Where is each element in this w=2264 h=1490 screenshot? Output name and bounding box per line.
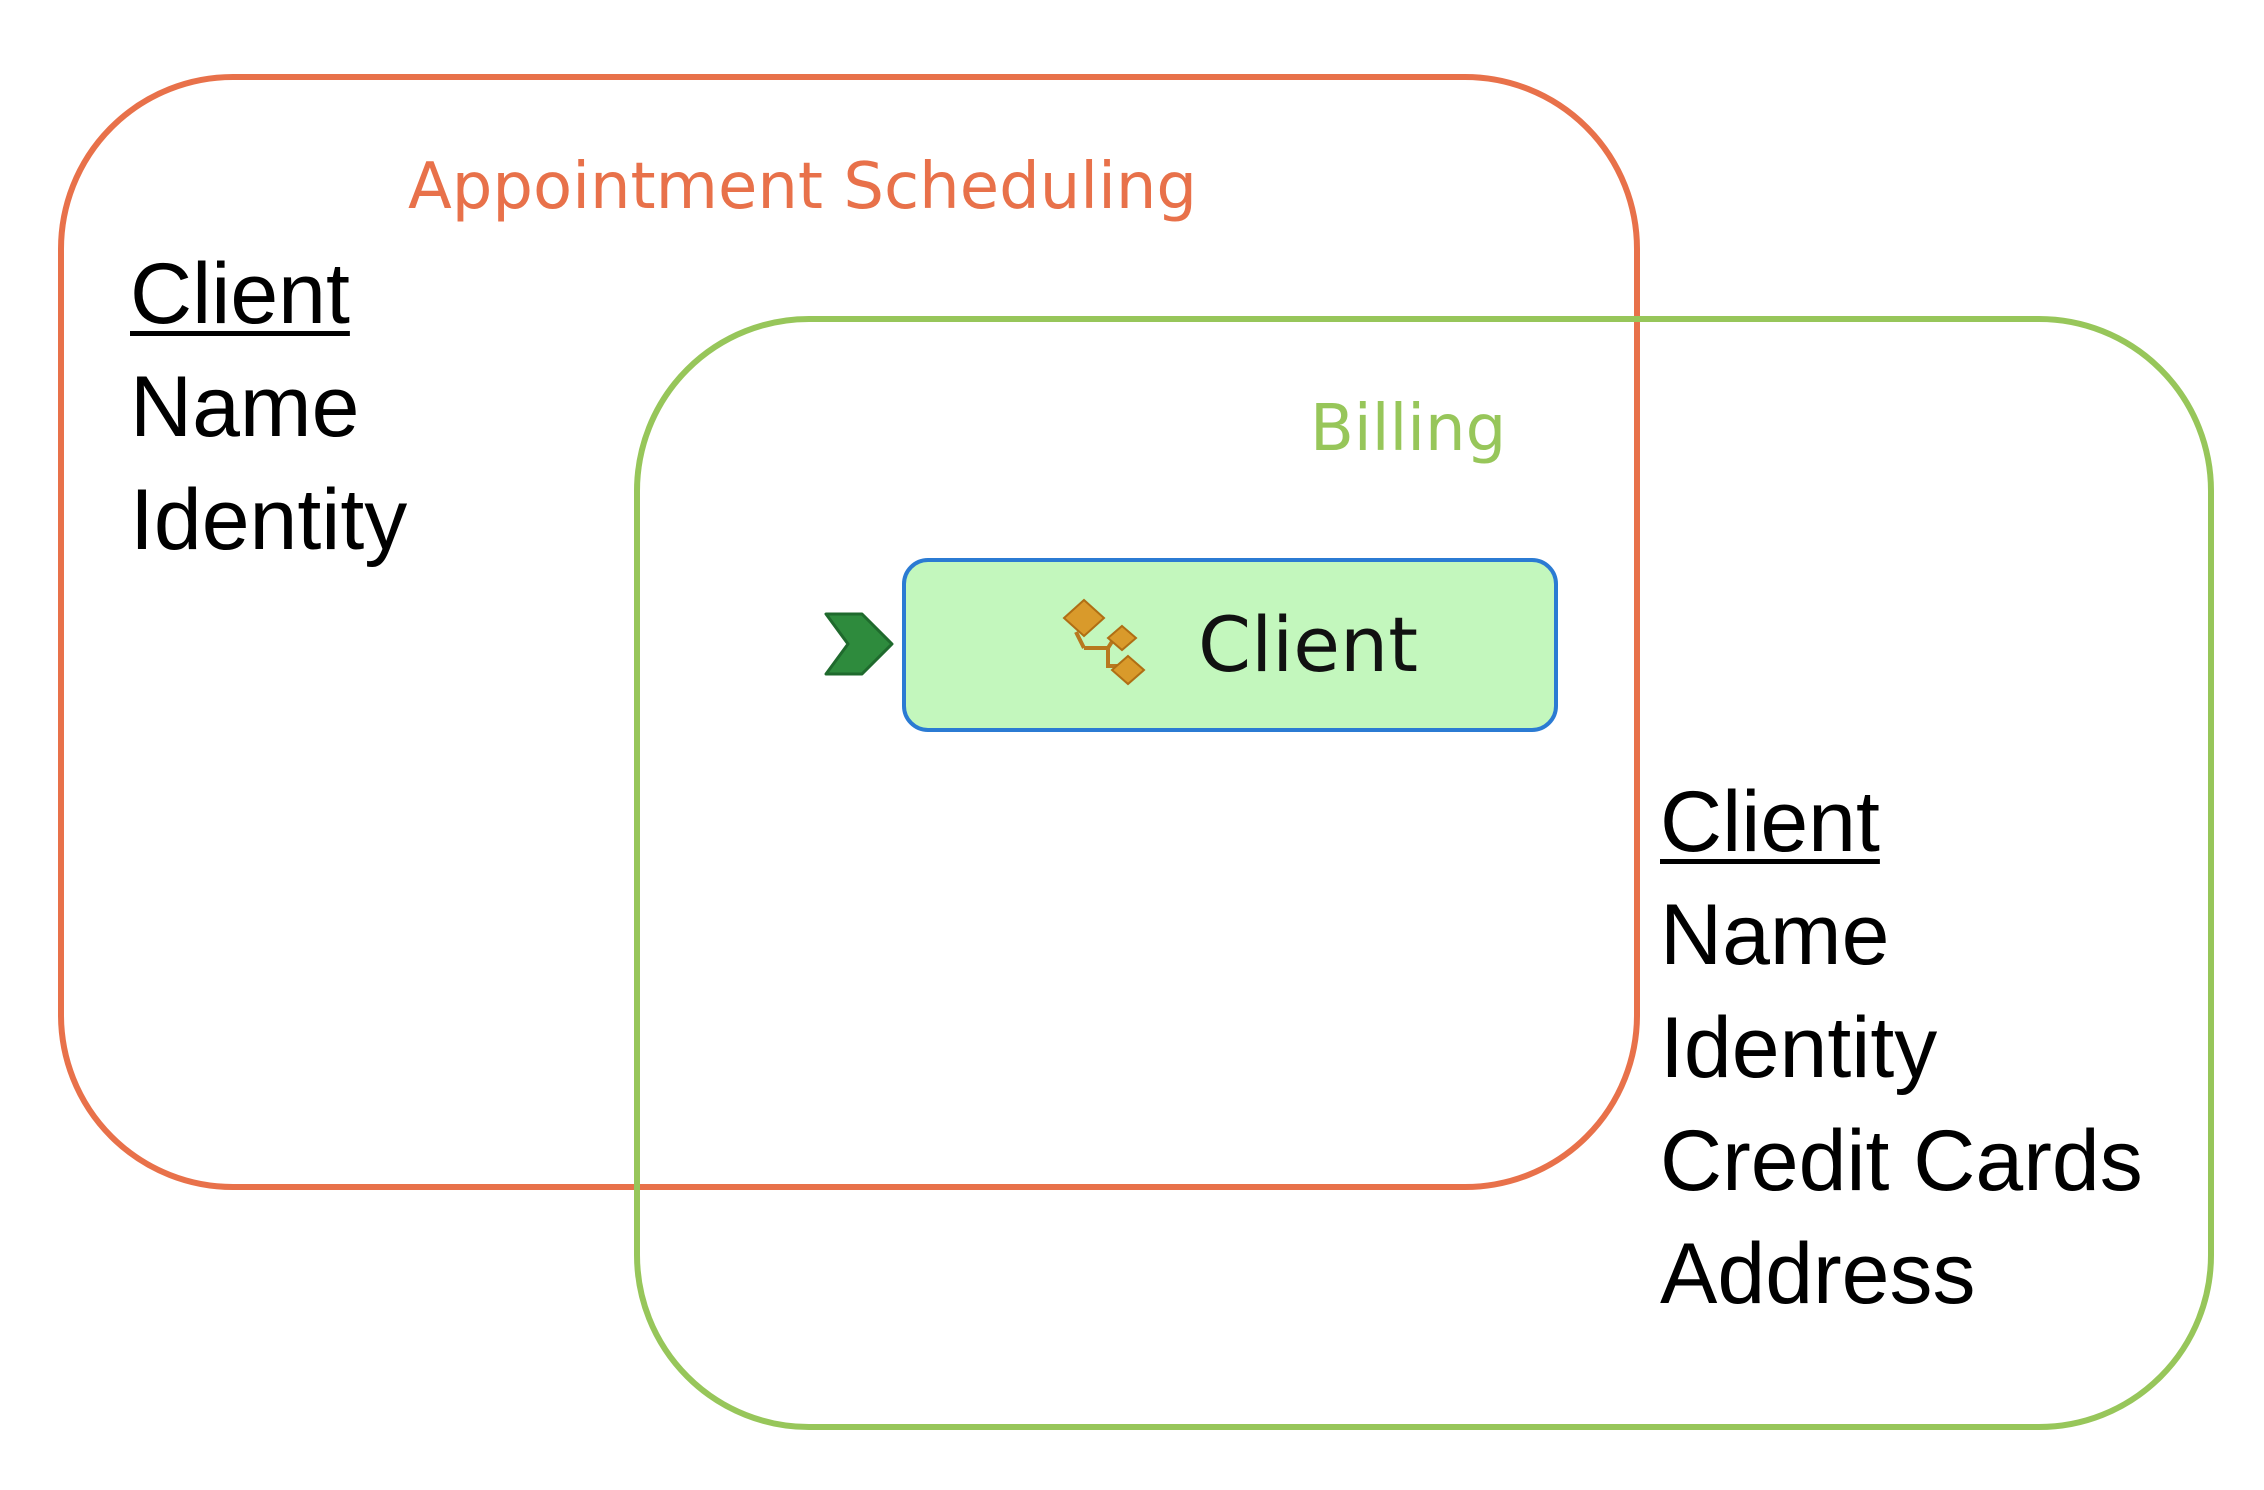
billing-context (634, 316, 2214, 1430)
billing-attribute-name: Name (1660, 887, 1890, 983)
entity-icon (1062, 598, 1146, 686)
appointment-scheduling-context (58, 74, 1640, 1190)
appointment-scheduling-title: Appointment Scheduling (408, 150, 1198, 224)
billing-attribute-address: Address (1660, 1226, 1976, 1322)
entry-arrow-icon (824, 612, 894, 676)
client-entity-label: Client (1198, 600, 1419, 689)
client-entity-node[interactable]: Client (902, 558, 1558, 732)
billing-attribute-identity: Identity (1660, 1000, 1938, 1096)
appointment-client-heading: Client (130, 246, 350, 342)
billing-client-heading: Client (1660, 774, 1880, 870)
appointment-attribute-identity: Identity (130, 472, 408, 568)
billing-attribute-credit-cards: Credit Cards (1660, 1113, 2143, 1209)
billing-client-model: Client Name Identity Credit Cards Addres… (1660, 766, 2143, 1331)
billing-title: Billing (1310, 392, 1507, 466)
appointment-client-model: Client Name Identity (130, 238, 407, 577)
appointment-attribute-name: Name (130, 359, 360, 455)
